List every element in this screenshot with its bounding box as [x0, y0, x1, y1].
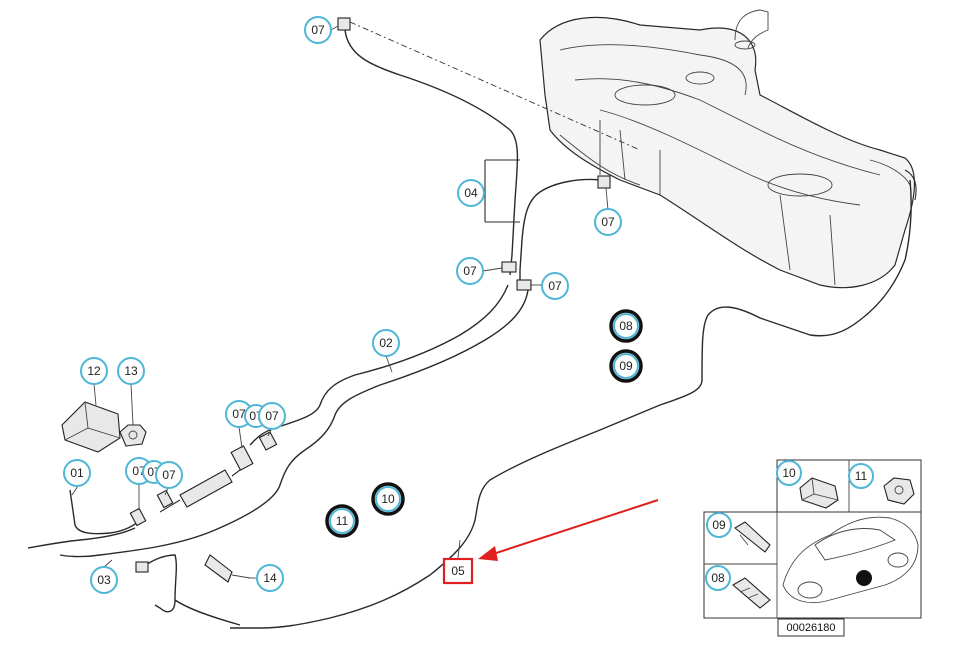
callout-13: 13 [117, 357, 145, 385]
callout-04: 04 [457, 179, 485, 207]
svg-text:05: 05 [451, 564, 465, 578]
callout-03: 03 [90, 566, 118, 594]
svg-text:12: 12 [87, 364, 101, 378]
inset-callout-08: 08 [705, 565, 731, 591]
svg-text:10: 10 [782, 466, 796, 480]
callout-leaders [71, 25, 609, 579]
location-marker [856, 570, 872, 586]
svg-text:02: 02 [379, 336, 393, 350]
inset-part-10 [799, 477, 839, 509]
clip-14 [204, 554, 251, 583]
callout-01: 01 [63, 459, 91, 487]
callout-12: 12 [80, 357, 108, 385]
svg-text:14: 14 [263, 571, 277, 585]
svg-text:13: 13 [124, 364, 138, 378]
inset-callout-11: 11 [848, 463, 874, 489]
part-number-box: 00026180 [777, 618, 845, 637]
callout-07-filter-c: 07 [258, 402, 286, 430]
callout-05-highlighted: 05 [442, 557, 474, 585]
svg-text:07: 07 [601, 215, 615, 229]
bracket-12 [61, 401, 121, 453]
callout-07-low-c: 07 [155, 461, 183, 489]
svg-text:09: 09 [619, 359, 633, 373]
svg-text:07: 07 [162, 468, 176, 482]
callout-10: 10 [371, 482, 405, 516]
inset-callout-10: 10 [776, 460, 802, 486]
svg-text:03: 03 [97, 573, 111, 587]
svg-text:10: 10 [381, 492, 395, 506]
line-02-group [59, 284, 529, 558]
svg-text:11: 11 [855, 469, 868, 483]
line-04-group [344, 29, 601, 285]
svg-text:11: 11 [336, 514, 349, 528]
svg-text:07: 07 [265, 409, 279, 423]
svg-text:01: 01 [70, 466, 84, 480]
inset-panel: 10 11 09 08 00026180 [703, 459, 922, 637]
fuel-tank [539, 9, 917, 289]
svg-text:07: 07 [463, 264, 477, 278]
callout-07-mid-left: 07 [456, 257, 484, 285]
svg-text:07: 07 [232, 407, 246, 421]
callout-07-mid-right: 07 [541, 272, 569, 300]
callout-08: 08 [609, 309, 643, 343]
callout-09: 09 [609, 349, 643, 383]
svg-text:08: 08 [711, 571, 725, 585]
car-illustration [782, 516, 919, 604]
callout-07-top: 07 [304, 16, 332, 44]
line-01-03-group [27, 489, 241, 626]
nut-13 [119, 424, 147, 447]
inset-callout-09: 09 [706, 512, 732, 538]
callout-07-tank: 07 [594, 208, 622, 236]
clamps [135, 17, 611, 573]
inset-part-11 [883, 477, 915, 505]
svg-text:08: 08 [619, 319, 633, 333]
svg-text:07: 07 [311, 23, 325, 37]
callout-11: 11 [325, 504, 359, 538]
inset-part-09 [734, 521, 771, 553]
highlight-arrow [478, 499, 659, 561]
callout-14: 14 [256, 564, 284, 592]
line-05-group [230, 179, 912, 629]
fuel-filter [129, 431, 278, 527]
reference-line [349, 21, 641, 151]
callout-02: 02 [372, 329, 400, 357]
svg-text:04: 04 [464, 186, 478, 200]
svg-text:07: 07 [548, 279, 562, 293]
svg-text:00026180: 00026180 [787, 622, 836, 634]
inset-part-08 [732, 577, 771, 609]
svg-text:09: 09 [712, 518, 726, 532]
